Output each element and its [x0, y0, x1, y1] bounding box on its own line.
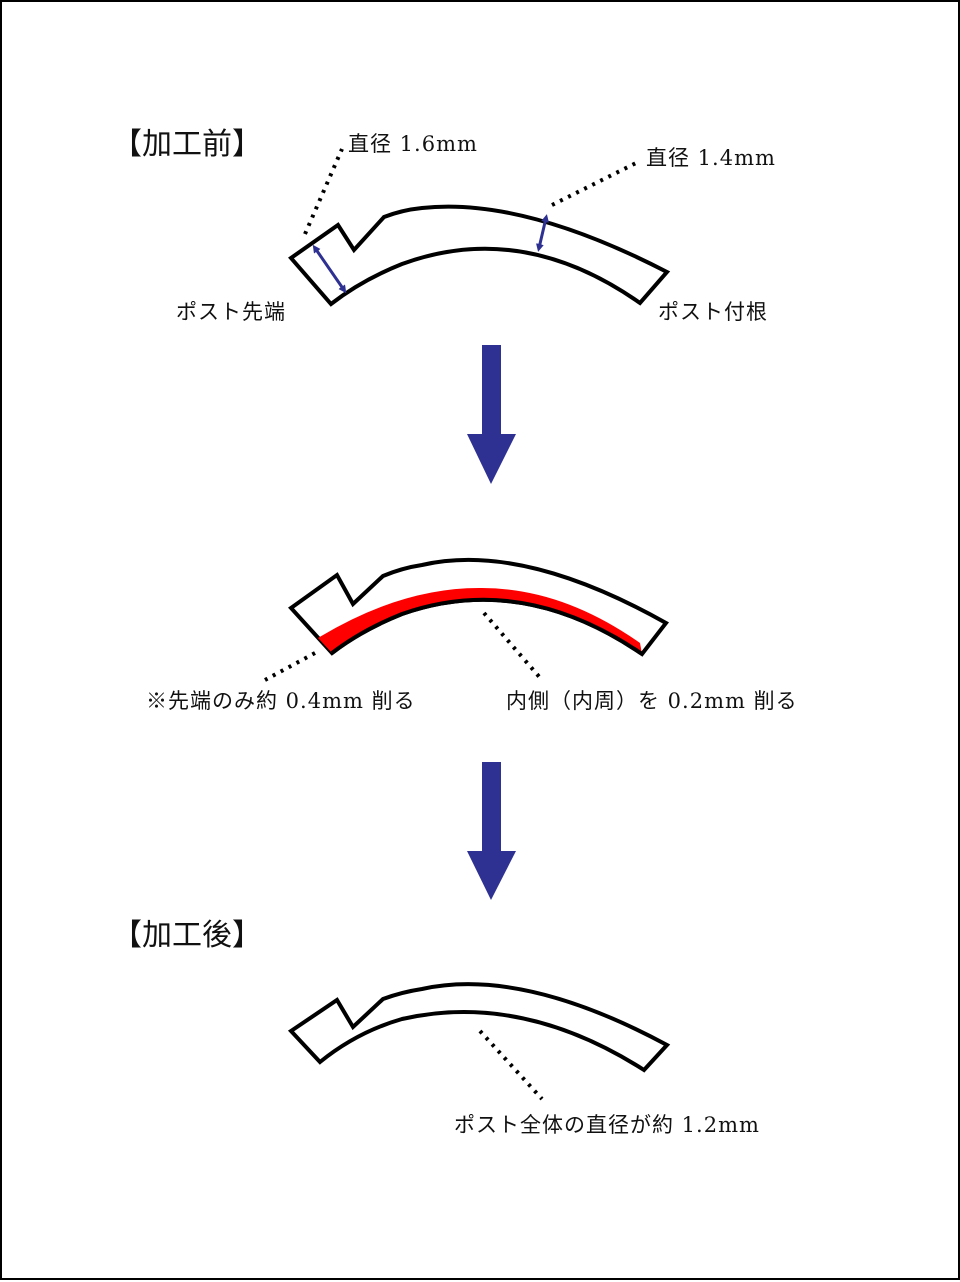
label-tip-cut: ※先端のみ約 0.4mm 削る — [146, 689, 416, 713]
arrow-down-icon — [467, 762, 516, 900]
label-post-tip: ポスト先端 — [176, 300, 286, 324]
label-inner-cut: 内側（内周）を 0.2mm 削る — [506, 689, 798, 713]
tip-diameter-dimension-icon — [312, 244, 347, 294]
label-tip-diameter: 直径 1.6mm — [348, 132, 478, 156]
post-shape-after — [287, 982, 671, 1073]
leader-line-tip-cut — [264, 651, 316, 682]
heading-after: 【加工後】 — [112, 918, 262, 953]
label-result-diameter: ポスト全体の直径が約 1.2mm — [454, 1113, 760, 1137]
base-diameter-dimension-icon — [536, 214, 549, 252]
removed-material-band — [318, 587, 642, 654]
leader-line-result — [478, 1029, 544, 1101]
heading-before: 【加工前】 — [112, 127, 262, 162]
label-post-base: ポスト付根 — [658, 300, 768, 324]
leader-line-tip-diameter — [303, 148, 344, 235]
leader-line-base-diameter — [551, 160, 639, 207]
post-shape-processing — [288, 557, 669, 657]
post-shape-before — [288, 204, 671, 307]
arrow-down-icon — [467, 345, 516, 484]
label-base-diameter: 直径 1.4mm — [646, 146, 776, 170]
leader-line-inner-cut — [482, 611, 544, 682]
